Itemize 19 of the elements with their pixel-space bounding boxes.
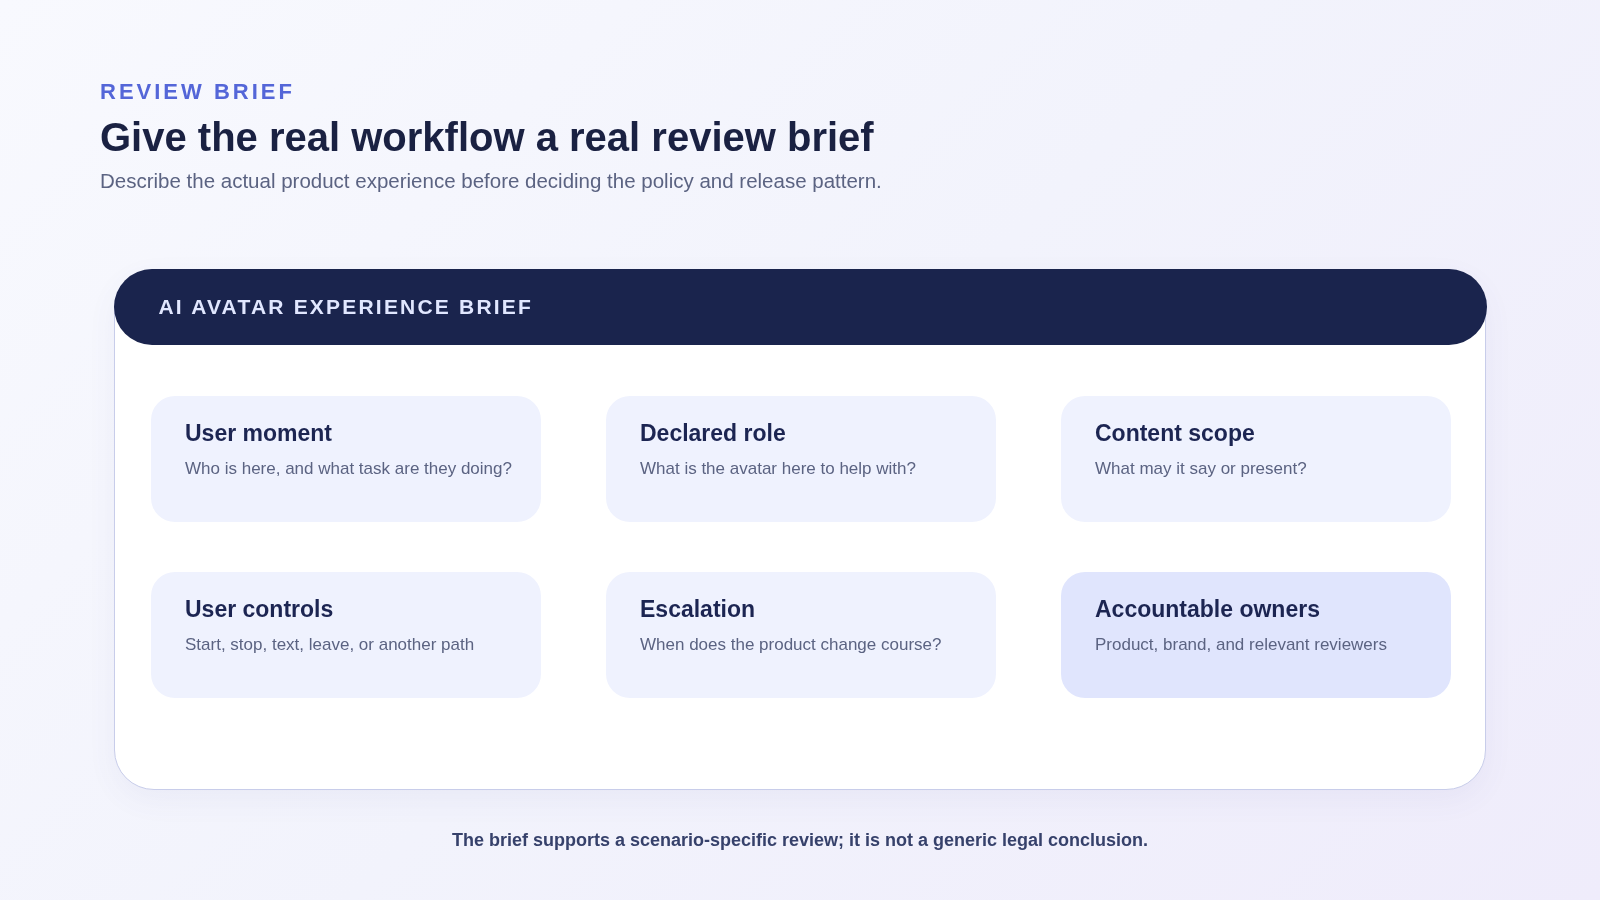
card-description: What may it say or present?	[1095, 458, 1307, 480]
card-description: What is the avatar here to help with?	[640, 458, 916, 480]
card-title: User controls	[185, 595, 334, 624]
brief-panel	[114, 269, 1486, 790]
card-description: When does the product change course?	[640, 634, 942, 656]
footnote-caption: The brief supports a scenario-specific review; it is not a generic legal conclusion.	[450, 829, 1150, 852]
card-title: Escalation	[640, 595, 756, 624]
card-title: Content scope	[1095, 419, 1255, 448]
card-description: Start, stop, text, leave, or another path	[185, 634, 475, 656]
card-title: User moment	[185, 419, 332, 448]
page-title: Give the real workflow a real review brief	[100, 114, 874, 161]
card-title: Accountable owners	[1095, 595, 1320, 624]
eyebrow-label: REVIEW BRIEF	[100, 78, 295, 106]
card-title: Declared role	[640, 419, 786, 448]
brief-card	[1061, 572, 1451, 698]
panel-header: AI AVATAR EXPERIENCE BRIEF	[113, 268, 1487, 345]
card-description: Product, brand, and relevant reviewers	[1095, 634, 1387, 656]
subtitle: Describe the actual product experience before deciding the policy and release pattern.	[100, 168, 882, 194]
card-description: Who is here, and what task are they doing?	[185, 458, 512, 480]
